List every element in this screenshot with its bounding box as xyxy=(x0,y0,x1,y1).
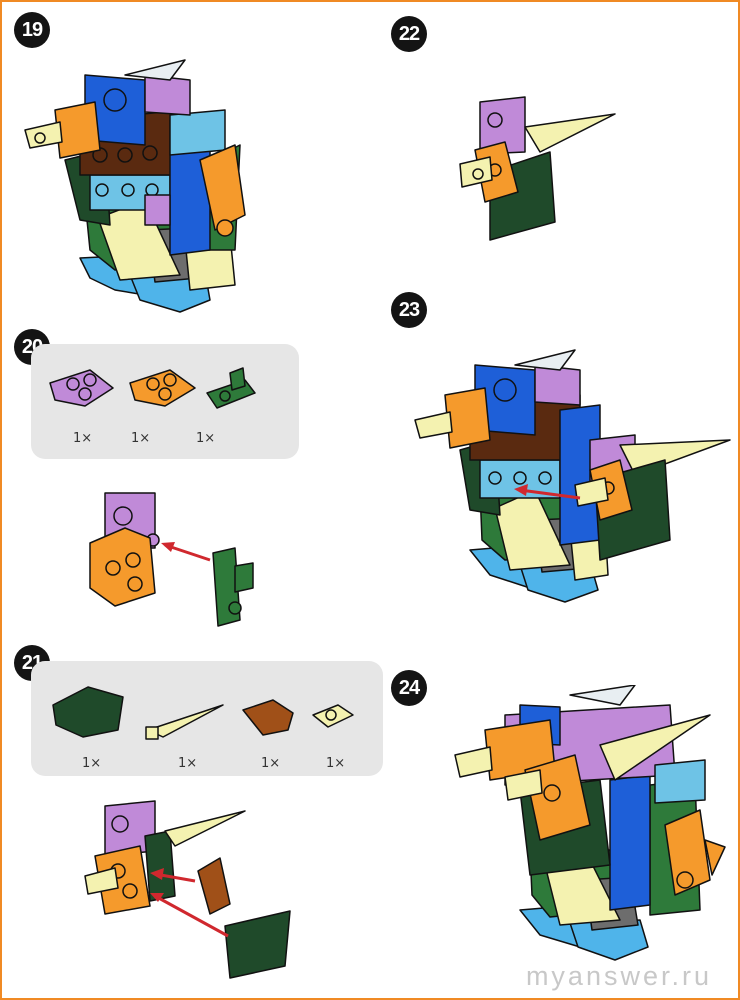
step-21-part-1-qty: 1× xyxy=(82,756,102,771)
step-number-23: 23 xyxy=(391,292,427,328)
step-number-19: 19 xyxy=(14,12,50,48)
step-20-part-1-qty: 1× xyxy=(73,431,93,446)
step-19-model-illustration xyxy=(24,59,246,313)
step-20-parts-illustration xyxy=(49,367,256,409)
step-20-part-3-qty: 1× xyxy=(196,431,216,446)
step-21-part-2-qty: 1× xyxy=(178,756,198,771)
step-22-illustration xyxy=(459,96,616,241)
step-24-illustration xyxy=(454,685,726,961)
step-21-part-4-qty: 1× xyxy=(326,756,346,771)
step-number-24: 24 xyxy=(391,670,427,706)
step-number-22: 22 xyxy=(391,16,427,52)
step-23-illustration xyxy=(414,349,731,603)
step-21-parts-illustration xyxy=(52,686,354,740)
step-20-part-2-qty: 1× xyxy=(131,431,151,446)
step-20-assembly-illustration xyxy=(89,492,254,627)
step-21-part-3-qty: 1× xyxy=(261,756,281,771)
step-21-assembly-illustration xyxy=(84,800,291,979)
watermark: myanswer.ru xyxy=(525,961,712,991)
